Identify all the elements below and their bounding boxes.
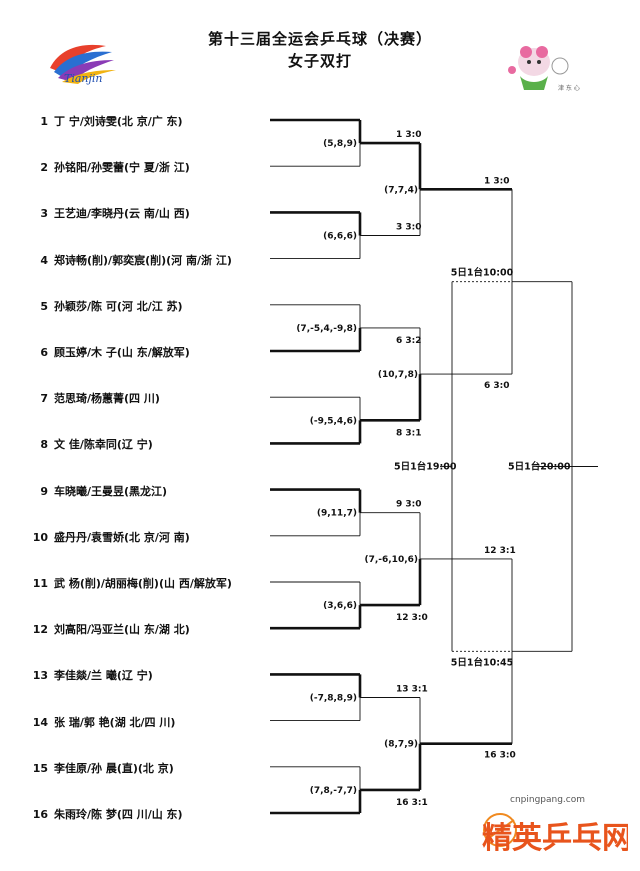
match-games-score: (10,7,8) bbox=[378, 370, 418, 380]
schedule-label: 5日1台10:00 bbox=[451, 267, 514, 279]
match-games-score: (3,6,6) bbox=[323, 601, 357, 611]
player-entry: 9 车晓曦/王曼昱(黑龙江) bbox=[26, 483, 167, 499]
seed-number: 9 bbox=[40, 484, 48, 498]
player-name: 车晓曦/王曼昱(黑龙江) bbox=[54, 484, 168, 498]
seed-number: 6 bbox=[40, 346, 48, 359]
player-name: 王艺迪/李晓丹(云 南/山 西) bbox=[54, 207, 190, 221]
player-name: 顾玉婷/木 子(山 东/解放军) bbox=[54, 346, 190, 359]
match-winner-label: 6 3:0 bbox=[484, 381, 510, 391]
player-name: 李佳燚/兰 曦(辽 宁) bbox=[54, 669, 153, 683]
match-winner-label: 8 3:1 bbox=[396, 428, 422, 438]
seed-number: 8 bbox=[40, 438, 48, 452]
svg-text:Tianjin: Tianjin bbox=[64, 72, 103, 85]
match-winner-label: 6 3:2 bbox=[396, 336, 422, 346]
schedule-label: 5日1台19:00 bbox=[394, 461, 457, 473]
player-entry: 1 丁 宁/刘诗雯(北 京/广 东) bbox=[26, 113, 183, 129]
schedule-label: 5日1台20:00 bbox=[508, 461, 571, 473]
page-title: 第十三届全运会乒乓球（决赛） bbox=[207, 30, 432, 48]
svg-text:精英乒乓网: 精英乒乓网 bbox=[482, 821, 628, 854]
match-games-score: (7,8,-7,7) bbox=[310, 786, 357, 796]
player-entry: 16 朱雨玲/陈 梦(四 川/山 东) bbox=[26, 806, 183, 822]
player-entry: 11 武 杨(削)/胡丽梅(削)(山 西/解放军) bbox=[26, 575, 232, 591]
seed-number: 3 bbox=[40, 207, 48, 221]
match-winner-label: 1 3:0 bbox=[484, 176, 510, 186]
mascot-logo: 津 东 心 bbox=[508, 46, 580, 92]
match-winner-label: 9 3:0 bbox=[396, 500, 422, 510]
player-name: 刘高阳/冯亚兰(山 东/湖 北) bbox=[54, 623, 190, 637]
player-entry: 10 盛丹丹/袁雪娇(北 京/河 南) bbox=[26, 529, 190, 545]
player-name: 孙颖莎/陈 可(河 北/江 苏) bbox=[54, 299, 183, 313]
player-entry: 15 李佳原/孙 晨(直)(北 京) bbox=[26, 760, 174, 776]
watermark-url: cnpingpang.com bbox=[510, 795, 586, 805]
player-entry: 5 孙颖莎/陈 可(河 北/江 苏) bbox=[26, 298, 183, 314]
player-name: 盛丹丹/袁雪娇(北 京/河 南) bbox=[54, 530, 190, 544]
match-games-score: (6,6,6) bbox=[323, 232, 357, 242]
player-entry: 8 文 佳/陈幸同(辽 宁) bbox=[26, 436, 153, 452]
player-entry: 2 孙铭阳/孙雯蕾(宁 夏/浙 江) bbox=[26, 159, 190, 175]
match-games-score: (-9,5,4,6) bbox=[310, 416, 357, 426]
match-games-score: (9,11,7) bbox=[317, 509, 357, 519]
match-winner-label: 16 3:0 bbox=[484, 751, 516, 761]
player-entry: 7 范思琦/杨蕙菁(四 川) bbox=[26, 390, 160, 406]
match-winner-label: 3 3:0 bbox=[396, 223, 422, 233]
player-name: 范思琦/杨蕙菁(四 川) bbox=[54, 392, 160, 406]
match-winner-label: 12 3:1 bbox=[484, 546, 516, 556]
match-winner-label: 13 3:1 bbox=[396, 685, 428, 695]
player-name: 朱雨玲/陈 梦(四 川/山 东) bbox=[54, 808, 183, 821]
seed-number: 16 bbox=[32, 808, 48, 821]
games-emblem-logo: Tianjin bbox=[50, 44, 116, 85]
player-name: 文 佳/陈幸同(辽 宁) bbox=[54, 438, 153, 452]
player-entry: 13 李佳燚/兰 曦(辽 宁) bbox=[26, 667, 153, 683]
match-games-score: (7,-6,10,6) bbox=[364, 555, 418, 565]
match-winner-label: 16 3:1 bbox=[396, 798, 428, 808]
seed-number: 12 bbox=[32, 623, 48, 637]
player-entry: 4 郑诗畅(削)/郭奕宸(削)(河 南/浙 江) bbox=[26, 252, 232, 268]
seed-number: 15 bbox=[32, 761, 48, 775]
player-name: 李佳原/孙 晨(直)(北 京) bbox=[54, 761, 174, 775]
match-winner-label: 12 3:0 bbox=[396, 613, 428, 623]
seed-number: 11 bbox=[32, 577, 48, 590]
seed-number: 1 bbox=[40, 115, 48, 128]
schedule-label: 5日1台10:45 bbox=[451, 656, 513, 668]
watermark-brand-logo: 精英乒乓网 bbox=[482, 813, 628, 854]
page-subtitle: 女子双打 bbox=[287, 52, 352, 70]
match-winner-label: 1 3:0 bbox=[396, 130, 422, 140]
seed-number: 5 bbox=[40, 299, 48, 313]
seed-number: 7 bbox=[40, 392, 48, 406]
player-name: 郑诗畅(削)/郭奕宸(削)(河 南/浙 江) bbox=[54, 253, 232, 267]
player-entry: 3 王艺迪/李晓丹(云 南/山 西) bbox=[26, 205, 190, 221]
player-name: 丁 宁/刘诗雯(北 京/广 东) bbox=[54, 115, 183, 128]
player-entry: 12 刘高阳/冯亚兰(山 东/湖 北) bbox=[26, 621, 190, 637]
match-games-score: (8,7,9) bbox=[384, 740, 418, 750]
match-games-score: (5,8,9) bbox=[323, 139, 357, 149]
player-entry: 14 张 瑞/郭 艳(湖 北/四 川) bbox=[26, 714, 176, 730]
player-name: 武 杨(削)/胡丽梅(削)(山 西/解放军) bbox=[54, 577, 232, 590]
player-entry: 6 顾玉婷/木 子(山 东/解放军) bbox=[26, 344, 190, 360]
match-games-score: (-7,8,8,9) bbox=[310, 694, 357, 704]
seed-number: 13 bbox=[32, 669, 48, 683]
player-name: 张 瑞/郭 艳(湖 北/四 川) bbox=[54, 715, 176, 729]
match-games-score: (7,-5,4,-9,8) bbox=[296, 324, 357, 334]
seed-number: 2 bbox=[40, 161, 48, 175]
svg-text:津 东 心: 津 东 心 bbox=[558, 84, 580, 92]
player-name: 孙铭阳/孙雯蕾(宁 夏/浙 江) bbox=[54, 161, 190, 175]
match-games-score: (7,7,4) bbox=[384, 185, 418, 195]
seed-number: 10 bbox=[32, 530, 48, 544]
seed-number: 14 bbox=[32, 715, 48, 729]
seed-number: 4 bbox=[40, 253, 48, 267]
